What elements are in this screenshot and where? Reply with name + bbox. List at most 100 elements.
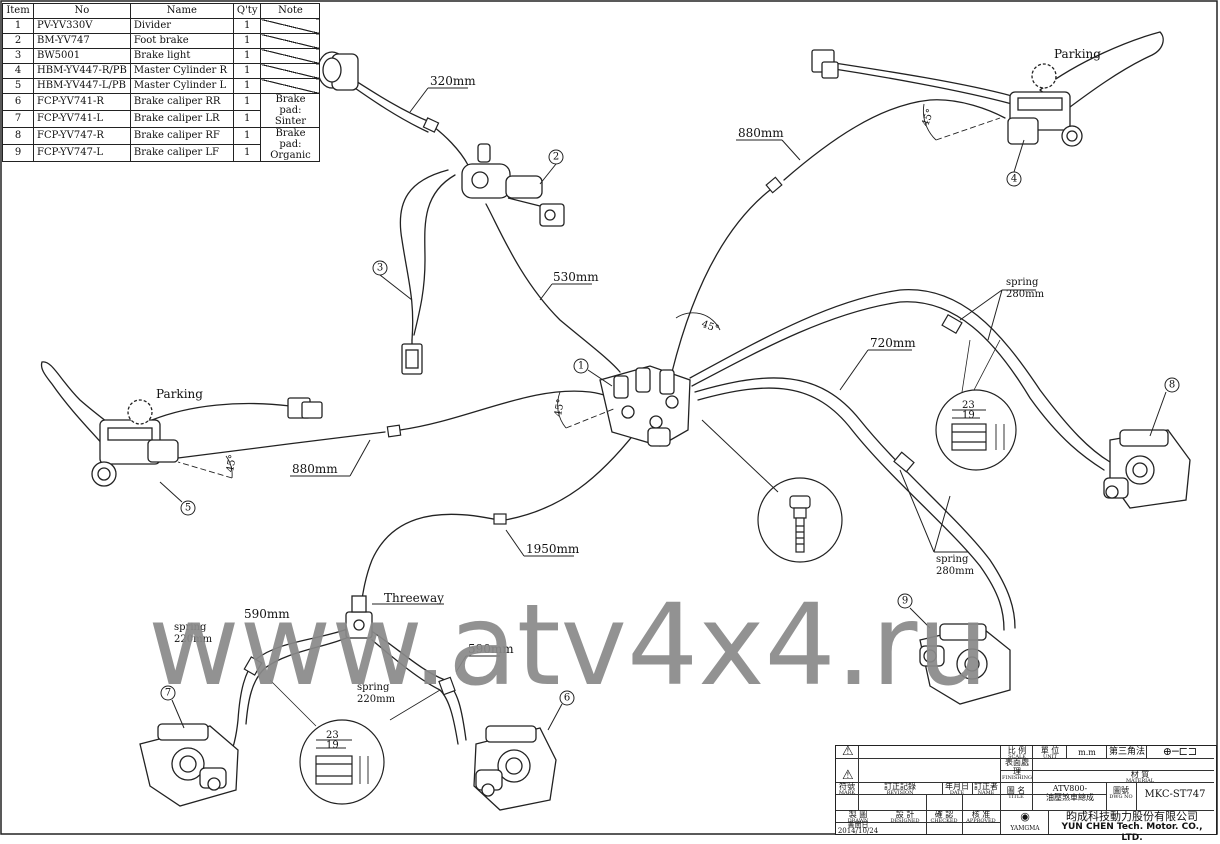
row-item: 8 — [2, 127, 34, 145]
master-cylinder-left — [40, 361, 323, 487]
callout-6 — [559, 690, 575, 706]
row-item: 1 — [2, 18, 34, 34]
angle-label: 45° — [700, 319, 720, 335]
table-row: 6 FCP-YV741-R Brake caliper RR 1 Brake p… — [2, 93, 321, 128]
row-item: 7 — [2, 110, 34, 128]
sleeve-dim-19: 19 — [326, 740, 339, 751]
line-880-left-b — [399, 390, 619, 431]
row-qty: 1 — [232, 127, 262, 145]
parts-table-header: Item No Name Q'ty Note — [2, 3, 321, 19]
unit-value: m.m — [1078, 748, 1096, 757]
foot-brake — [317, 51, 565, 227]
row-name: Brake caliper LF — [129, 144, 234, 162]
revision-triangle-icon: ⚠ — [842, 768, 854, 783]
row-note-empty — [260, 48, 321, 64]
callout-number: 3 — [377, 263, 383, 274]
line-530 — [485, 203, 621, 373]
row-part-no: PV-YV330V — [33, 18, 131, 34]
line-880-top-a — [671, 189, 771, 373]
header-note: Note — [260, 3, 321, 19]
callout-number: 8 — [1169, 380, 1175, 391]
row-item: 5 — [2, 78, 34, 94]
sleeve-dim-23: 23 — [962, 400, 975, 411]
table-row: 9 FCP-YV747-L Brake caliper LF 1 — [2, 144, 320, 162]
length-label-880-top: 880mm — [738, 126, 784, 140]
row-part-no: BW5001 — [33, 48, 131, 64]
row-note: Brake pad: Organic — [260, 127, 321, 162]
row-note-empty — [260, 18, 321, 34]
row-name: Foot brake — [129, 33, 234, 49]
row-name: Brake light — [129, 48, 234, 64]
hose-320-edge — [351, 85, 429, 133]
sleeve-dim-23: 23 — [326, 730, 339, 741]
line-1950-a — [504, 419, 646, 521]
callout-number: 1 — [578, 361, 584, 372]
row-name: Divider — [129, 18, 234, 34]
length-label-1950: 1950mm — [526, 542, 580, 556]
row-name: Brake caliper LR — [129, 110, 234, 128]
row-note-empty — [260, 78, 321, 94]
row-qty: 1 — [232, 93, 262, 111]
parking-cable-right — [827, 61, 1013, 97]
angle-label: 45° — [553, 398, 567, 417]
caliper-rf-8 — [1103, 429, 1191, 509]
row-item: 4 — [2, 63, 34, 79]
row-part-no: HBM-YV447-R/PB — [33, 63, 131, 79]
callout-number: 7 — [165, 688, 171, 699]
brake-light-wire — [399, 169, 449, 341]
callout-1 — [573, 358, 589, 374]
line-720-rf — [689, 289, 1111, 463]
row-note-empty — [260, 63, 321, 79]
length-label-880-left: 880mm — [292, 462, 338, 476]
parking-label-left: Parking — [156, 387, 203, 401]
row-qty: 1 — [232, 78, 262, 94]
parking-label-right: Parking — [1054, 47, 1101, 61]
projection-label: 第三角法 — [1108, 747, 1145, 757]
projection-symbol-icon: ⊕─⊏⊐ — [1162, 745, 1198, 758]
angle-marks — [177, 103, 1001, 479]
row-qty: 1 — [232, 33, 262, 49]
callout-number: 4 — [1011, 174, 1017, 185]
caliper-rr-6 — [473, 725, 557, 811]
callout-8 — [1164, 377, 1180, 393]
angle-label: 45° — [225, 454, 239, 473]
callout-number: 5 — [185, 503, 191, 514]
bolt-detail — [701, 419, 843, 563]
callout-number: 2 — [553, 152, 559, 163]
length-label-320: 320mm — [430, 74, 476, 88]
spring-label-top: spring — [1006, 277, 1039, 288]
callout-numbers: 1 2 3 4 5 6 7 8 9 — [165, 152, 1175, 704]
line-880-left-a — [177, 431, 386, 459]
callout-circles — [159, 139, 1180, 731]
row-name: Master Cylinder L — [129, 78, 234, 94]
row-qty: 1 — [232, 18, 262, 34]
threeway-label: Threeway — [384, 591, 444, 605]
callout-number: 6 — [564, 693, 570, 704]
callout-5 — [180, 500, 196, 516]
callout-9 — [897, 593, 913, 609]
length-label-590-right: 590mm — [468, 642, 514, 656]
leaders — [290, 87, 1036, 673]
row-item: 2 — [2, 33, 34, 49]
company-logo-text: YAMGMA — [1010, 825, 1040, 832]
row-part-no: BM-YV747 — [33, 33, 131, 49]
drawing-title: ATV800-油壓煞車總成 — [1046, 784, 1094, 802]
threeway-fitting — [345, 595, 373, 639]
row-note: Brake pad: Sinter — [260, 93, 321, 128]
row-item: 3 — [2, 48, 34, 64]
sleeve-detail-left — [269, 679, 441, 805]
sleeve-detail-right — [935, 339, 1017, 471]
table-row: 1 PV-YV330V Divider 1 — [2, 18, 321, 34]
header-qty: Q'ty — [232, 3, 262, 19]
angle-label: 45° — [920, 108, 936, 128]
